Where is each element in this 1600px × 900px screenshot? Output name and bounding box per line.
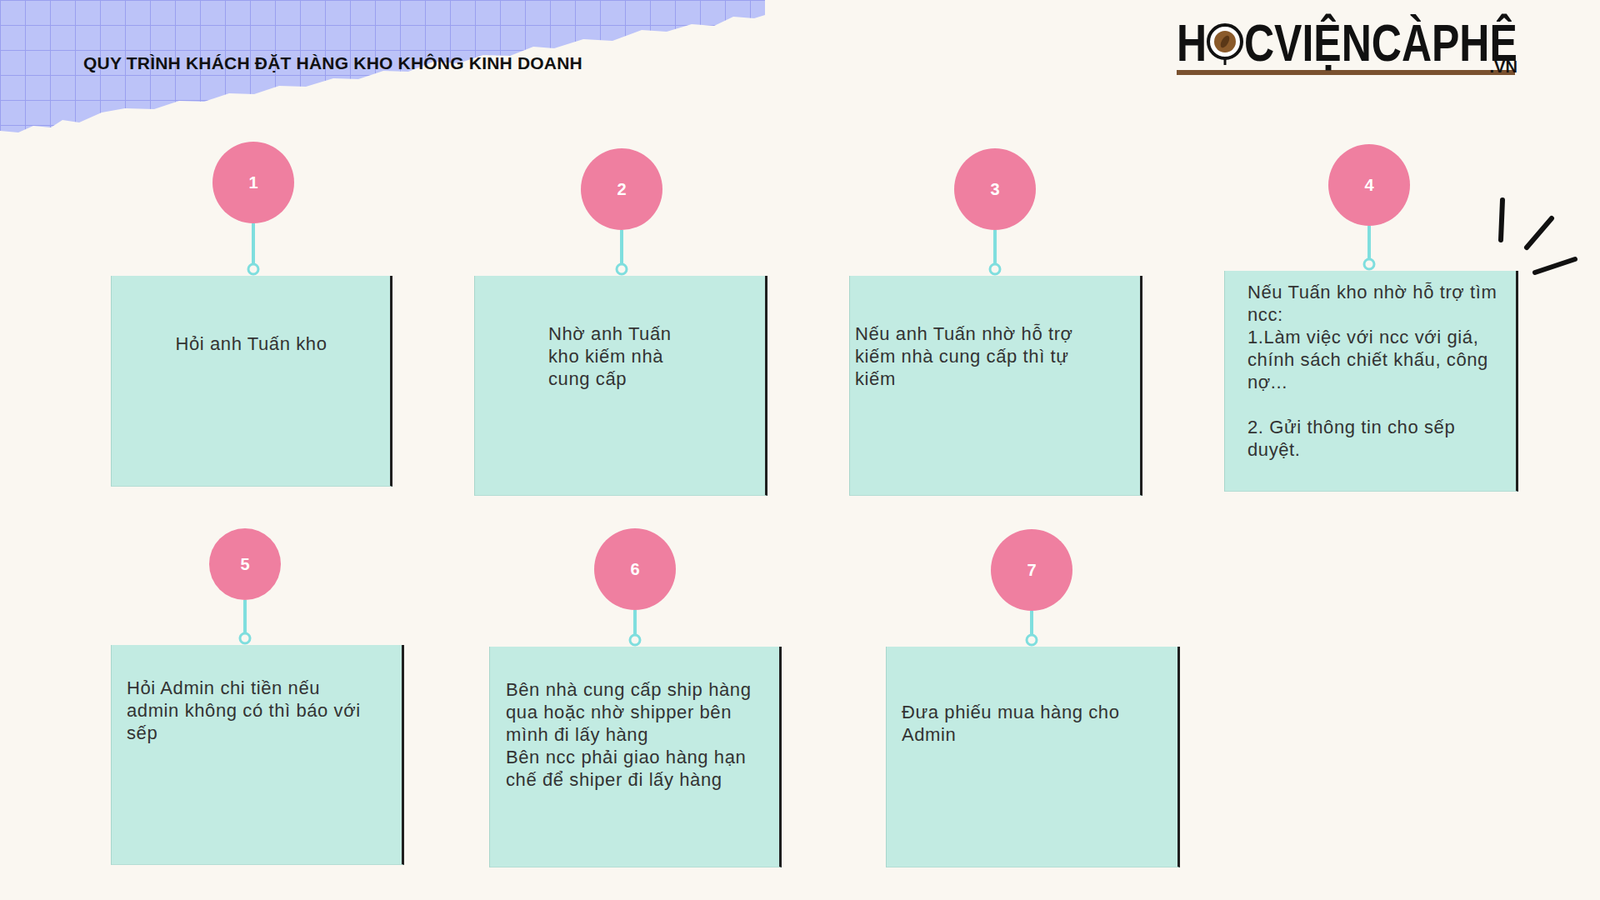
- callout-number: 7: [1026, 561, 1036, 579]
- callout-number: 5: [240, 555, 250, 573]
- page-title: QUY TRÌNH KHÁCH ĐẶT HÀNG KHO KHÔNG KINH …: [83, 53, 583, 74]
- logo-domain: .VN: [1490, 58, 1518, 75]
- step-number-circle: 1: [212, 141, 295, 224]
- connector-ring: [1026, 635, 1037, 645]
- step-number-circle: 2: [580, 148, 663, 230]
- process-box: Nếu Tuấn kho nhờ hỗ trợ tìm ncc:1.Làm vi…: [1224, 270, 1519, 492]
- process-box: Hỏi anh Tuấn kho: [110, 275, 393, 487]
- connector-line: [630, 610, 640, 645]
- connector-ring: [1364, 259, 1375, 270]
- connector-stem: [633, 610, 637, 635]
- connector-stem: [1367, 225, 1371, 260]
- connector-line: [990, 230, 1000, 275]
- connector-line: [1364, 225, 1375, 270]
- connector-ring: [240, 633, 250, 644]
- box-text: 2. Gửi thông tin cho sếp duyệt.: [1247, 415, 1513, 461]
- callout-number: 4: [1364, 176, 1374, 194]
- connector-stem: [243, 600, 247, 634]
- step-number-circle: 7: [990, 529, 1073, 611]
- cup-icon: [1208, 25, 1242, 65]
- emphasis-strokes: [1500, 200, 1575, 273]
- step-number-circle: 4: [1328, 144, 1410, 226]
- logo-text: CVIỆNCÀPHÊ: [1244, 16, 1518, 70]
- process-box: Hỏi Admin chi tiền nếu admin không có th…: [110, 645, 405, 865]
- connector-line: [240, 600, 250, 644]
- connector-ring: [616, 264, 627, 275]
- connector-stem: [620, 230, 624, 265]
- process-box: Nếu anh Tuấn nhờ hỗ trợ kiếm nhà cung cấ…: [849, 275, 1143, 496]
- step-number-circle: 5: [209, 528, 281, 600]
- connector-stem: [251, 223, 255, 265]
- connector-ring: [990, 264, 1000, 275]
- process-box: Bên nhà cung cấp ship hàng qua hoặc nhờ …: [489, 646, 782, 868]
- logo-text: H: [1176, 16, 1207, 70]
- box-text: Hỏi anh Tuấn kho: [120, 332, 383, 355]
- connector-ring: [248, 264, 259, 275]
- connector-ring: [630, 635, 640, 645]
- box-text: Bên nhà cung cấp ship hàng qua hoặc nhờ …: [505, 678, 756, 746]
- grid-paper: [0, 0, 765, 133]
- connector-line: [1026, 610, 1037, 645]
- box-text: Nếu anh Tuấn nhờ hỗ trợ kiếm nhà cung cấ…: [855, 322, 1114, 390]
- box-text: Hỏi Admin chi tiền nếu admin không có th…: [126, 676, 377, 745]
- connector-line: [616, 230, 627, 275]
- box-text: Đưa phiếu mua hàng cho Admin: [901, 700, 1167, 746]
- box-text: Nếu Tuấn kho nhờ hỗ trợ tìm ncc:: [1247, 280, 1513, 326]
- step-number-circle: 3: [954, 148, 1036, 230]
- box-text: Bên ncc phải giao hàng hạn chế để shiper…: [505, 745, 756, 791]
- process-box: Đưa phiếu mua hàng cho Admin: [885, 646, 1180, 868]
- callout-number: 3: [990, 180, 1000, 198]
- connector-stem: [1030, 610, 1034, 635]
- callout-number: 1: [248, 174, 258, 191]
- callout-number: 6: [630, 560, 640, 578]
- callout-number: 2: [616, 180, 626, 198]
- box-text: Nhờ anh Tuấn kho kiếm nhà cung cấp: [548, 322, 703, 390]
- box-text: 1.Làm việc với ncc với giá, chính sách c…: [1247, 325, 1513, 394]
- connector-line: [248, 223, 259, 275]
- logo-underline: [1176, 70, 1515, 75]
- connector-stem: [993, 230, 997, 265]
- process-box: Nhờ anh Tuấn kho kiếm nhà cung cấp: [474, 275, 768, 496]
- step-number-circle: 6: [594, 528, 676, 610]
